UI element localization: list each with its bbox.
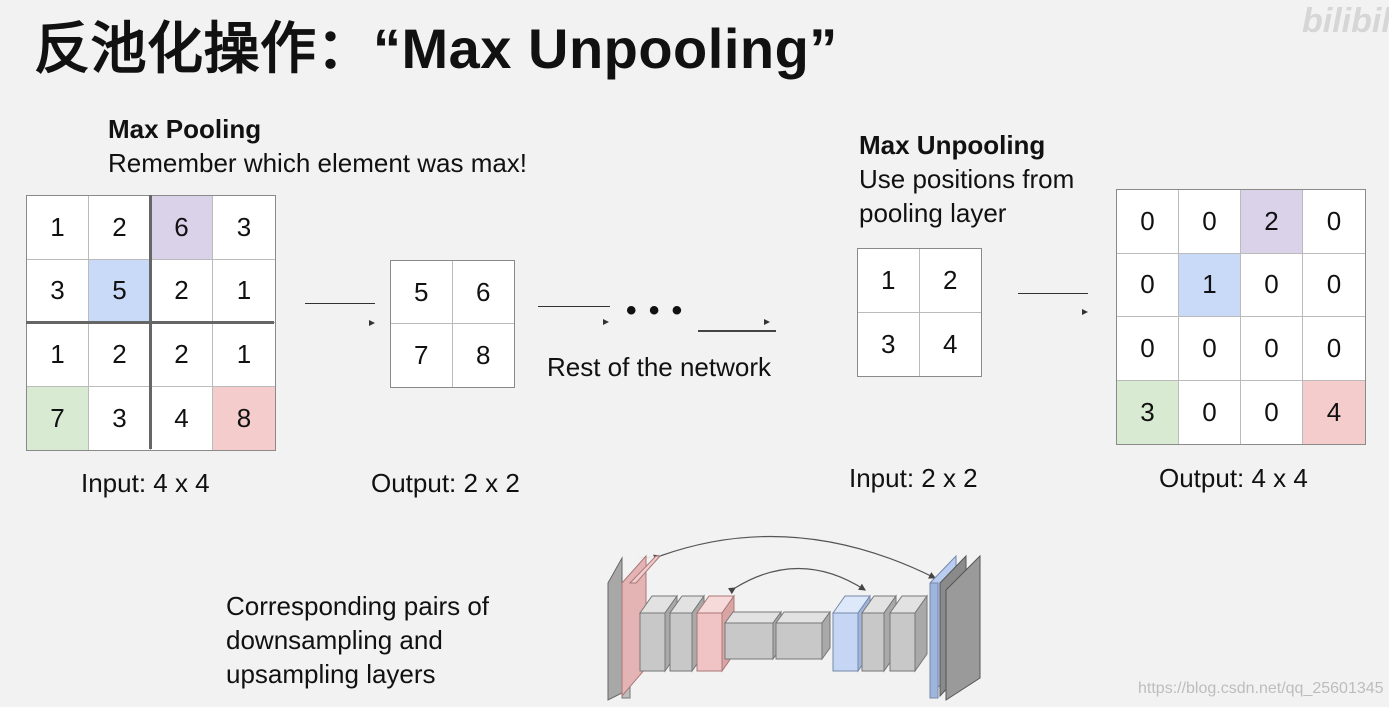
arrow-head	[369, 320, 375, 326]
encoder-decoder-illustration	[607, 535, 981, 701]
arrow-head	[764, 319, 770, 325]
grid-cell: 0	[1179, 380, 1241, 444]
grid-cell: 0	[1117, 253, 1179, 317]
grid-cell: 1	[27, 323, 89, 387]
page-title: 反池化操作：“Max Unpooling”	[34, 17, 838, 80]
grid-cell: 0	[1179, 317, 1241, 381]
grid-cell: 4	[151, 386, 213, 450]
grid-cell: 0	[1241, 253, 1303, 317]
grid-cell: 2	[1241, 190, 1303, 254]
grid-cell: 5	[89, 259, 151, 323]
grid-cell: 2	[919, 249, 981, 313]
max-unpooling-heading: Max Unpooling	[859, 130, 1046, 160]
grid-cell: 0	[1117, 190, 1179, 254]
skip-connection-inner	[728, 567, 867, 595]
grid-cell: 0	[1303, 254, 1365, 317]
bilibili-logo: bilibili	[1302, 2, 1389, 40]
caption-line-1: Corresponding pairs of	[226, 591, 490, 621]
decoder-layer-4	[929, 554, 981, 701]
watermark-url: https://blog.csdn.net/qq_25601345	[1138, 680, 1384, 697]
grid-cell: 2	[151, 323, 213, 387]
grid-cell: 3	[27, 259, 89, 323]
arrow-line	[698, 330, 776, 332]
grid-cell: 0	[1303, 317, 1365, 381]
arrow-line	[305, 303, 375, 304]
grid-cell: 5	[391, 261, 453, 324]
grid-cell: 3	[89, 386, 151, 450]
grid-cell: 3	[858, 312, 920, 376]
arrow-head	[603, 319, 609, 325]
grid-cell: 0	[1179, 190, 1241, 254]
encoder-layer-1	[607, 554, 662, 701]
grid-cell: 4	[1303, 380, 1365, 444]
bottleneck-layer-2	[775, 610, 831, 661]
grid-cell: 0	[1241, 317, 1303, 381]
arrow-head	[1082, 309, 1088, 315]
arrow-line	[538, 306, 610, 307]
grid-cell: 3	[1117, 380, 1179, 444]
max-pooling-subtitle: Remember which element was max!	[108, 148, 528, 178]
grid-cell: 2	[151, 259, 213, 323]
grid-cell: 6	[452, 261, 514, 324]
grid-cell: 1	[213, 260, 275, 323]
arrow-line	[1018, 293, 1088, 294]
decoder-layer-3	[889, 594, 928, 673]
grid-cell: 7	[27, 386, 89, 450]
grid-cell: 0	[1241, 380, 1303, 444]
max-unpooling-subtitle-2: pooling layer	[859, 198, 1007, 228]
grid-cell: 2	[89, 323, 151, 387]
unpooling-output-label: Output: 4 x 4	[1159, 463, 1308, 493]
max-pooling-heading: Max Pooling	[108, 114, 262, 144]
grid-cell: 1	[1179, 253, 1241, 317]
grid-cell: 1	[213, 323, 275, 387]
max-unpooling-subtitle-1: Use positions from	[859, 164, 1075, 194]
grid-cell: 2	[89, 196, 151, 260]
ellipsis-dots: • • •	[626, 294, 685, 327]
grid-cell: 8	[213, 386, 275, 450]
grid-cell: 3	[213, 196, 275, 260]
bottleneck-layer-1	[724, 610, 782, 661]
grid-cell: 0	[1303, 190, 1365, 254]
unpooling-input-label: Input: 2 x 2	[849, 463, 978, 493]
pooling-input-label: Input: 4 x 4	[81, 468, 210, 498]
caption-line-2: downsampling and	[226, 625, 443, 655]
grid-cell: 6	[151, 196, 213, 260]
skip-connection-outer	[653, 535, 937, 579]
quadrant-divider-horizontal	[26, 321, 274, 324]
grid-cell: 7	[391, 324, 453, 387]
grid-cell: 0	[1117, 317, 1179, 381]
grid-cell: 1	[858, 249, 920, 313]
grid-cell: 4	[943, 328, 958, 359]
rest-of-network-label: Rest of the network	[547, 352, 771, 382]
grid-cell: 8	[476, 340, 491, 370]
pooling-output-label: Output: 2 x 2	[371, 468, 520, 498]
caption-line-3: upsampling layers	[226, 659, 436, 689]
grid-cell: 1	[27, 196, 89, 260]
